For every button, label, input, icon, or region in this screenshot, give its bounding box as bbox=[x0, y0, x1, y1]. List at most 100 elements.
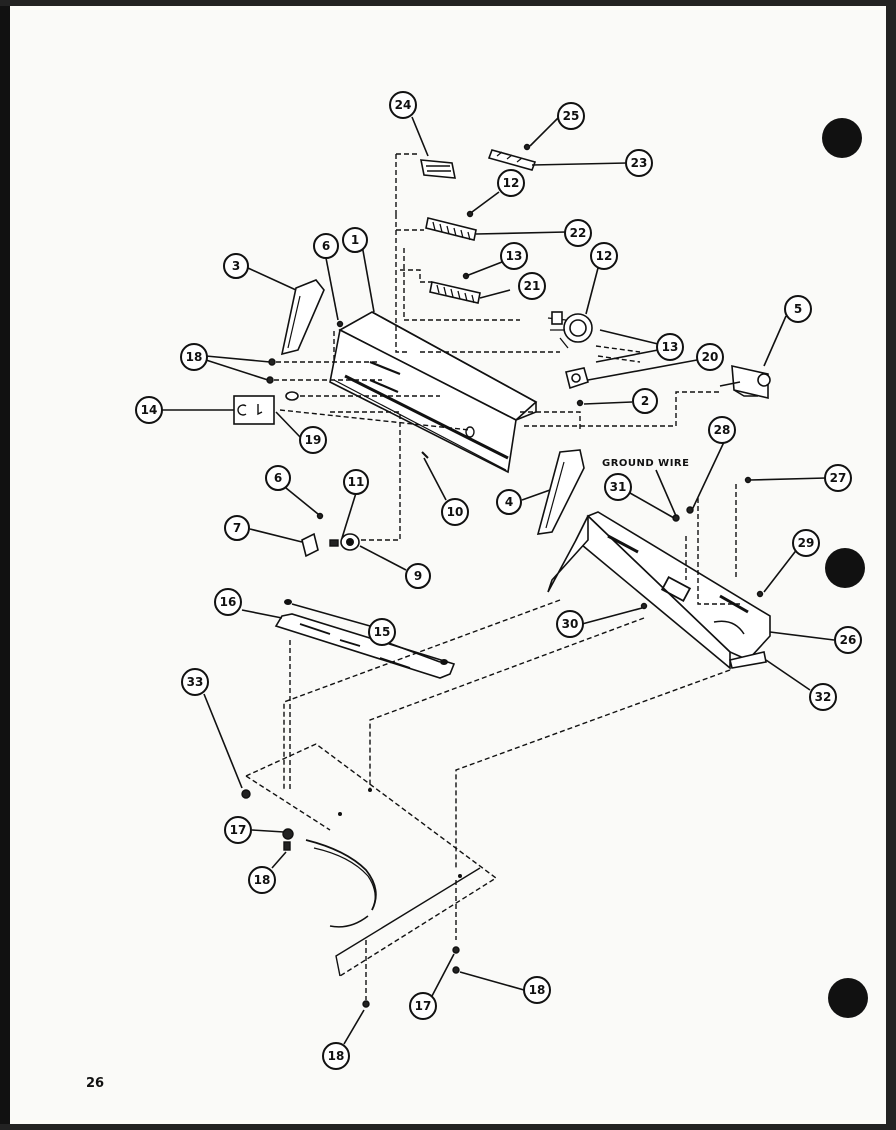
svg-text:19: 19 bbox=[305, 433, 322, 447]
callout-25: 25 bbox=[557, 102, 585, 130]
svg-text:18: 18 bbox=[328, 1049, 345, 1063]
callout-12-right: 12 bbox=[590, 242, 618, 270]
callout-2: 2 bbox=[632, 388, 658, 414]
callout-10: 10 bbox=[441, 498, 469, 526]
svg-text:9: 9 bbox=[414, 569, 422, 583]
callout-21: 21 bbox=[518, 272, 546, 300]
page-number: 26 bbox=[86, 1076, 104, 1091]
callout-32: 32 bbox=[809, 683, 837, 711]
punch-hole-top bbox=[822, 118, 862, 158]
callout-11: 11 bbox=[343, 469, 369, 495]
callout-leader-lines bbox=[162, 116, 835, 1045]
svg-text:33: 33 bbox=[187, 675, 204, 689]
svg-text:6: 6 bbox=[322, 239, 330, 253]
svg-text:13: 13 bbox=[662, 340, 679, 354]
part-top-trim bbox=[487, 149, 537, 171]
svg-text:26: 26 bbox=[840, 633, 857, 647]
svg-text:28: 28 bbox=[714, 423, 731, 437]
svg-text:1: 1 bbox=[351, 233, 359, 247]
callout-9: 9 bbox=[405, 563, 431, 589]
svg-text:23: 23 bbox=[631, 156, 648, 170]
svg-text:18: 18 bbox=[529, 983, 546, 997]
svg-text:4: 4 bbox=[505, 495, 513, 509]
svg-text:27: 27 bbox=[830, 471, 847, 485]
part-knob bbox=[301, 512, 360, 558]
callout-16: 16 bbox=[214, 588, 242, 616]
part-rear-console bbox=[547, 511, 771, 670]
part-top-plate bbox=[245, 743, 498, 977]
part-small-bracket bbox=[565, 367, 589, 390]
part-rail bbox=[274, 599, 456, 679]
svg-text:12: 12 bbox=[503, 176, 520, 190]
svg-text:20: 20 bbox=[702, 350, 719, 364]
svg-text:24: 24 bbox=[395, 98, 412, 112]
callout-19: 19 bbox=[299, 426, 327, 454]
callout-12-top: 12 bbox=[497, 169, 525, 197]
svg-text:12: 12 bbox=[596, 249, 613, 263]
part-switch-bar-lower bbox=[429, 281, 481, 304]
callout-22: 22 bbox=[564, 219, 592, 247]
callout-23: 23 bbox=[625, 149, 653, 177]
svg-text:5: 5 bbox=[794, 302, 802, 316]
assembly-guide-lines bbox=[274, 153, 740, 1000]
callout-18-left: 18 bbox=[180, 343, 208, 371]
part-left-end-cap bbox=[280, 279, 325, 356]
callout-1: 1 bbox=[342, 227, 368, 253]
part-right-end-cap bbox=[536, 449, 585, 535]
callout-14: 14 bbox=[135, 396, 163, 424]
svg-text:21: 21 bbox=[524, 279, 541, 293]
callout-6-top: 6 bbox=[313, 233, 339, 259]
callout-28: 28 bbox=[708, 416, 736, 444]
callout-18-lower-right: 18 bbox=[523, 976, 551, 1004]
callout-18-lower-left: 18 bbox=[248, 866, 276, 894]
svg-text:31: 31 bbox=[610, 480, 627, 494]
svg-text:6: 6 bbox=[274, 471, 282, 485]
ground-wire-label: GROUND WIRE bbox=[602, 458, 689, 469]
punch-hole-middle bbox=[825, 548, 865, 588]
callout-6-mid: 6 bbox=[265, 465, 291, 491]
svg-text:10: 10 bbox=[447, 505, 464, 519]
callout-30: 30 bbox=[556, 610, 584, 638]
callouts: 24 25 23 12 1 22 13 12 21 3 6 5 13 18 20… bbox=[135, 91, 862, 1070]
callout-31: 31 bbox=[604, 473, 632, 501]
callout-33: 33 bbox=[181, 668, 209, 696]
part-console-panel bbox=[329, 311, 538, 474]
svg-text:7: 7 bbox=[233, 521, 241, 535]
part-badge bbox=[420, 159, 456, 179]
svg-text:18: 18 bbox=[254, 873, 271, 887]
svg-text:15: 15 bbox=[374, 625, 391, 639]
callout-17-bottom: 17 bbox=[409, 992, 437, 1020]
svg-text:29: 29 bbox=[798, 536, 815, 550]
callout-15: 15 bbox=[368, 618, 396, 646]
svg-text:17: 17 bbox=[415, 999, 432, 1013]
callout-20: 20 bbox=[696, 343, 724, 371]
svg-text:13: 13 bbox=[506, 249, 523, 263]
callout-5: 5 bbox=[784, 295, 812, 323]
svg-text:2: 2 bbox=[641, 394, 649, 408]
svg-text:11: 11 bbox=[348, 475, 365, 489]
callout-17-left: 17 bbox=[224, 816, 252, 844]
part-switch-block bbox=[233, 395, 275, 425]
callout-24: 24 bbox=[389, 91, 417, 119]
svg-text:25: 25 bbox=[563, 109, 580, 123]
part-latch bbox=[719, 364, 771, 400]
callout-13-top: 13 bbox=[500, 242, 528, 270]
part-timer bbox=[547, 311, 593, 349]
svg-text:3: 3 bbox=[232, 259, 240, 273]
callout-18-bottom: 18 bbox=[322, 1042, 350, 1070]
callout-27: 27 bbox=[824, 464, 852, 492]
svg-text:22: 22 bbox=[570, 226, 587, 240]
punch-hole-bottom bbox=[828, 978, 868, 1018]
part-switch-bar bbox=[425, 217, 477, 241]
svg-text:32: 32 bbox=[815, 690, 832, 704]
svg-text:18: 18 bbox=[186, 350, 203, 364]
callout-29: 29 bbox=[792, 529, 820, 557]
svg-text:14: 14 bbox=[141, 403, 158, 417]
svg-text:17: 17 bbox=[230, 823, 247, 837]
svg-text:30: 30 bbox=[562, 617, 579, 631]
callout-26: 26 bbox=[834, 626, 862, 654]
svg-text:16: 16 bbox=[220, 595, 237, 609]
callout-4: 4 bbox=[496, 489, 522, 515]
